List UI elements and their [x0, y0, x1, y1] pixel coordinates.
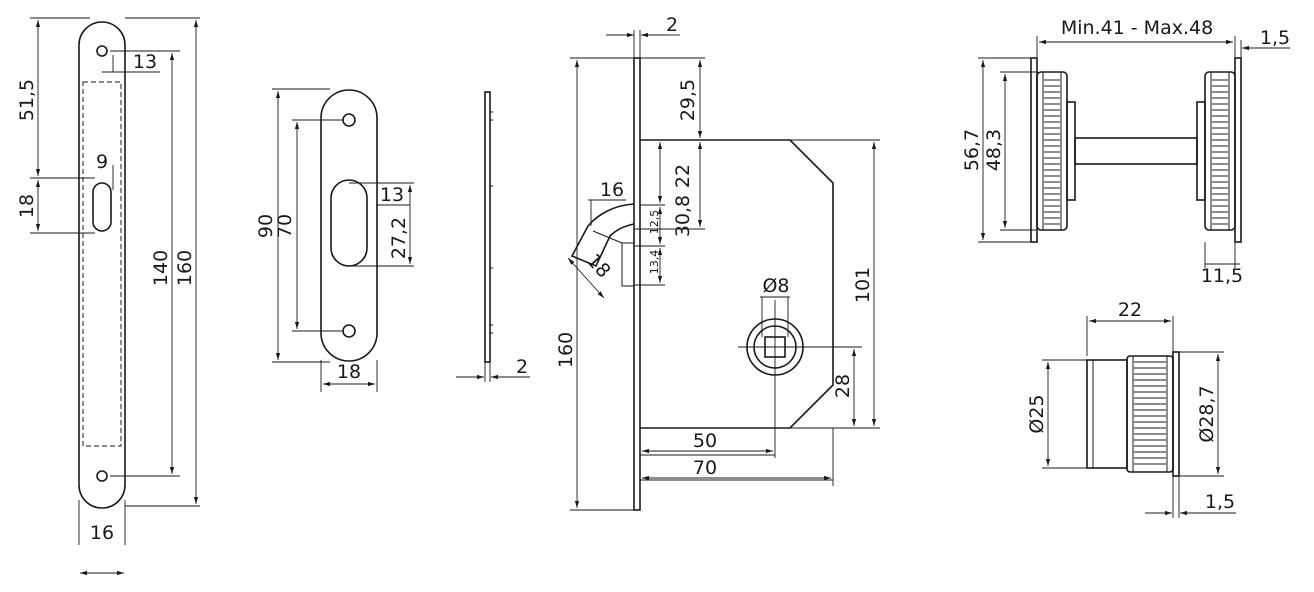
keeper-screw-bottom: [342, 324, 356, 338]
dim-1-5-knob: 1,5: [1205, 491, 1235, 513]
keeper-screw-top: [342, 113, 356, 127]
knob-knurl: [1132, 356, 1168, 472]
rose-right: [1234, 57, 1242, 243]
dim-56-7: 56,7: [961, 129, 983, 171]
dim-11-5: 11,5: [1201, 265, 1243, 287]
dim-13-strike: 13: [133, 51, 157, 73]
lock-body: 2 29,5 22 30,8 16 12,5 13,4 18 160 Ø8 10…: [555, 14, 880, 511]
dim-70-lock: 70: [693, 457, 717, 479]
profile-plate: [484, 91, 491, 363]
knurl-right: [1210, 72, 1230, 230]
dim-51-5: 51,5: [16, 79, 38, 121]
dim-30-8: 30,8: [672, 195, 694, 237]
knob-detail: 22 Ø25 Ø28,7 1,5: [1026, 299, 1236, 518]
knob-rose: [1172, 351, 1180, 477]
dim-22-knob: 22: [1118, 299, 1142, 321]
handle-set: Min.41 - Max.48 1,5 56,7 48,3 11,5: [961, 17, 1290, 287]
dim-2-profile: 2: [516, 356, 528, 378]
dim-16: 16: [90, 522, 114, 544]
dim-18-keeper: 18: [337, 361, 361, 383]
dim-diameter-28-7: Ø28,7: [1196, 385, 1218, 442]
dim-12-5: 12,5: [648, 210, 661, 235]
keeper-slot: [330, 179, 368, 267]
latch-slot: [92, 182, 112, 232]
dim-16-latch: 16: [600, 179, 624, 201]
spindle-bar: [1074, 137, 1198, 165]
lock-case-outline: [640, 139, 834, 429]
side-profile: 2: [456, 91, 530, 382]
neck-right: [1196, 101, 1206, 201]
dim-18-strike: 18: [16, 194, 38, 218]
dim-27-2: 27,2: [388, 217, 410, 259]
dim-18-latch: 18: [582, 250, 615, 283]
screw-hole-bottom: [96, 470, 108, 482]
lock-faceplate: [633, 57, 641, 511]
knob-grip: [1126, 355, 1174, 473]
dim-min-max: Min.41 - Max.48: [1061, 17, 1213, 39]
dim-diameter-25: Ø25: [1026, 394, 1048, 433]
dim-29-5: 29,5: [677, 79, 699, 121]
dim-50: 50: [693, 430, 717, 452]
dim-diameter-8: Ø8: [762, 275, 789, 297]
dim-48-3: 48,3: [983, 129, 1005, 171]
screw-hole-top: [96, 45, 108, 57]
strike-plate-outline: [78, 21, 126, 509]
dim-1-5-handle: 1,5: [1260, 27, 1290, 49]
dim-28: 28: [832, 374, 854, 398]
dim-140: 140: [150, 250, 172, 286]
dim-13-keeper: 13: [380, 184, 404, 206]
dim-101: 101: [852, 267, 874, 303]
knurl-left: [1042, 72, 1062, 230]
dim-90: 90: [255, 214, 277, 238]
dim-9: 9: [96, 151, 108, 173]
dim-22: 22: [672, 164, 694, 188]
dim-160-lock: 160: [555, 332, 577, 368]
dim-13-4: 13,4: [648, 250, 661, 275]
strike-plate-recess: [82, 81, 122, 447]
keeper-outline: [320, 89, 378, 362]
dim-70-keeper: 70: [274, 214, 296, 238]
dim-2-lock: 2: [666, 14, 678, 36]
rose-left: [1030, 57, 1038, 243]
dim-160-strike: 160: [174, 250, 196, 286]
keeper-plate: 90 70 13 27,2 18: [255, 88, 414, 392]
strike-plate: 51,5 18 13 9 140 160 16: [16, 17, 200, 576]
neck-left: [1066, 101, 1076, 201]
